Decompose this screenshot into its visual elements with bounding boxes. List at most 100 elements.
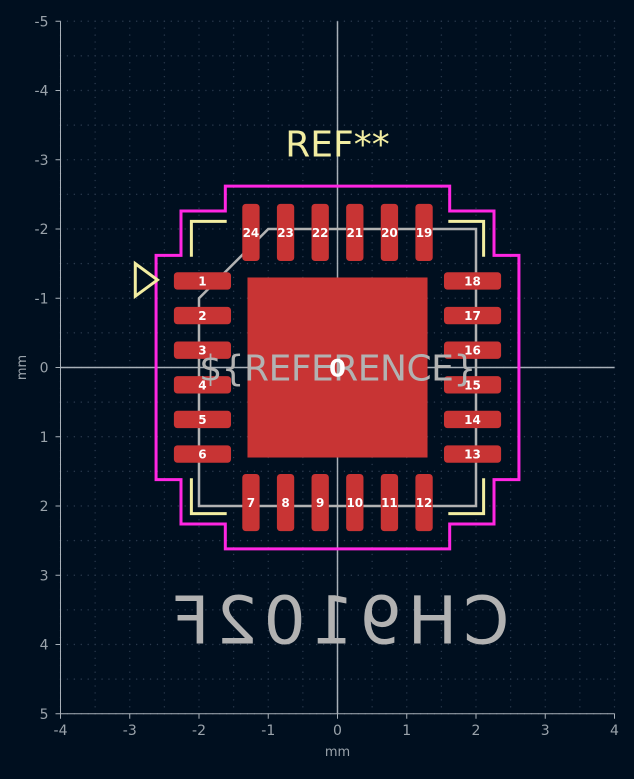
grid-dot: [406, 581, 408, 583]
x-tick-label: 0: [333, 723, 342, 739]
grid-dot: [87, 193, 89, 196]
grid-dot: [198, 588, 200, 590]
grid-dot: [302, 664, 304, 666]
grid-dot: [232, 470, 235, 473]
grid-dot: [177, 228, 179, 230]
grid-dot: [613, 325, 616, 327]
grid-dot: [129, 636, 131, 639]
grid-dot: [586, 332, 588, 334]
grid-dot: [565, 193, 567, 196]
grid-dot: [509, 498, 512, 500]
pad-20[interactable]: [380, 203, 399, 262]
pad-15[interactable]: [443, 376, 502, 394]
pad-6[interactable]: [173, 445, 232, 463]
grid-dot: [163, 692, 166, 694]
grid-dot: [142, 505, 145, 507]
grid-dot: [191, 124, 193, 126]
pad-12[interactable]: [415, 473, 433, 532]
grid-dot: [163, 470, 166, 473]
grid-dot: [426, 574, 429, 576]
grid-dot: [475, 110, 477, 112]
grid-dot: [302, 526, 304, 528]
pad-16[interactable]: [443, 341, 502, 359]
grid-dot: [579, 574, 581, 576]
pad-18[interactable]: [443, 272, 502, 290]
grid-dot: [509, 62, 512, 64]
grid-dot: [503, 574, 505, 576]
grid-dot: [426, 55, 429, 57]
pad-1[interactable]: [173, 272, 232, 290]
grid-dot: [475, 664, 477, 666]
grid-dot: [267, 588, 269, 590]
grid-dot: [544, 581, 546, 583]
grid-dot: [322, 55, 325, 57]
grid-dot: [198, 165, 200, 168]
grid-dot: [163, 581, 166, 583]
grid-dot: [475, 165, 477, 168]
pad-number: 8: [281, 496, 289, 510]
grid-dot: [302, 103, 304, 106]
grid-dot: [606, 193, 609, 196]
grid-dot: [163, 629, 166, 632]
value-text-mirrored[interactable]: CH9102F: [166, 583, 510, 660]
grid-dot: [613, 96, 616, 99]
grid-dot: [163, 706, 166, 708]
grid-dot: [406, 159, 408, 161]
grid-dot: [232, 304, 235, 306]
grid-dot: [219, 228, 221, 230]
grid-dot: [156, 228, 159, 230]
grid-dot: [309, 470, 311, 473]
grid-dot: [516, 89, 519, 92]
pad-2[interactable]: [173, 306, 232, 325]
reference-fab-text[interactable]: ${REFERENCE}: [199, 349, 476, 390]
grid-dot: [558, 159, 560, 161]
grid-dot: [406, 138, 408, 140]
grid-dot: [613, 512, 616, 514]
pad-8[interactable]: [276, 473, 295, 532]
grid-dot: [509, 380, 512, 383]
pad-17[interactable]: [443, 306, 502, 325]
pad-14[interactable]: [443, 410, 502, 429]
grid-dot: [613, 103, 616, 106]
grid-dot: [579, 595, 581, 597]
grid-dot: [544, 283, 546, 286]
pad-24[interactable]: [242, 203, 260, 262]
pad-23[interactable]: [276, 203, 295, 262]
pad-9[interactable]: [311, 473, 329, 532]
pad-4[interactable]: [173, 376, 232, 394]
grid-dot: [122, 228, 124, 230]
grid-dot: [530, 505, 533, 507]
grid-dot: [232, 678, 235, 680]
ref-designator-text[interactable]: REF**: [285, 124, 389, 165]
grid-dot: [94, 629, 96, 632]
grid-dot: [530, 228, 533, 230]
grid-dot: [516, 228, 519, 230]
grid-dot: [163, 186, 166, 189]
grid-dot: [94, 339, 96, 341]
pad-5[interactable]: [173, 410, 232, 429]
grid-dot: [544, 685, 546, 687]
pad-21[interactable]: [346, 203, 364, 262]
pad-7[interactable]: [242, 473, 260, 532]
grid-dot: [184, 539, 186, 542]
grid-dot: [613, 436, 616, 438]
grid-dot: [163, 179, 166, 182]
grid-dot: [129, 526, 131, 528]
grid-dot: [302, 685, 304, 687]
pad-19[interactable]: [415, 203, 433, 262]
pad-22[interactable]: [311, 203, 329, 262]
pad-11[interactable]: [380, 473, 399, 532]
grid-dot: [260, 643, 263, 646]
grid-dot: [378, 89, 380, 92]
pad-13[interactable]: [443, 445, 502, 463]
grid-dot: [509, 82, 512, 85]
pad-3[interactable]: [173, 341, 232, 359]
grid-dot: [364, 470, 366, 473]
grid-dot: [509, 249, 512, 251]
grid-dot: [593, 228, 595, 230]
grid-dot: [440, 560, 443, 563]
center-thermal-pad[interactable]: [247, 277, 428, 458]
grid-dot: [579, 41, 581, 43]
pad-10[interactable]: [346, 473, 364, 532]
